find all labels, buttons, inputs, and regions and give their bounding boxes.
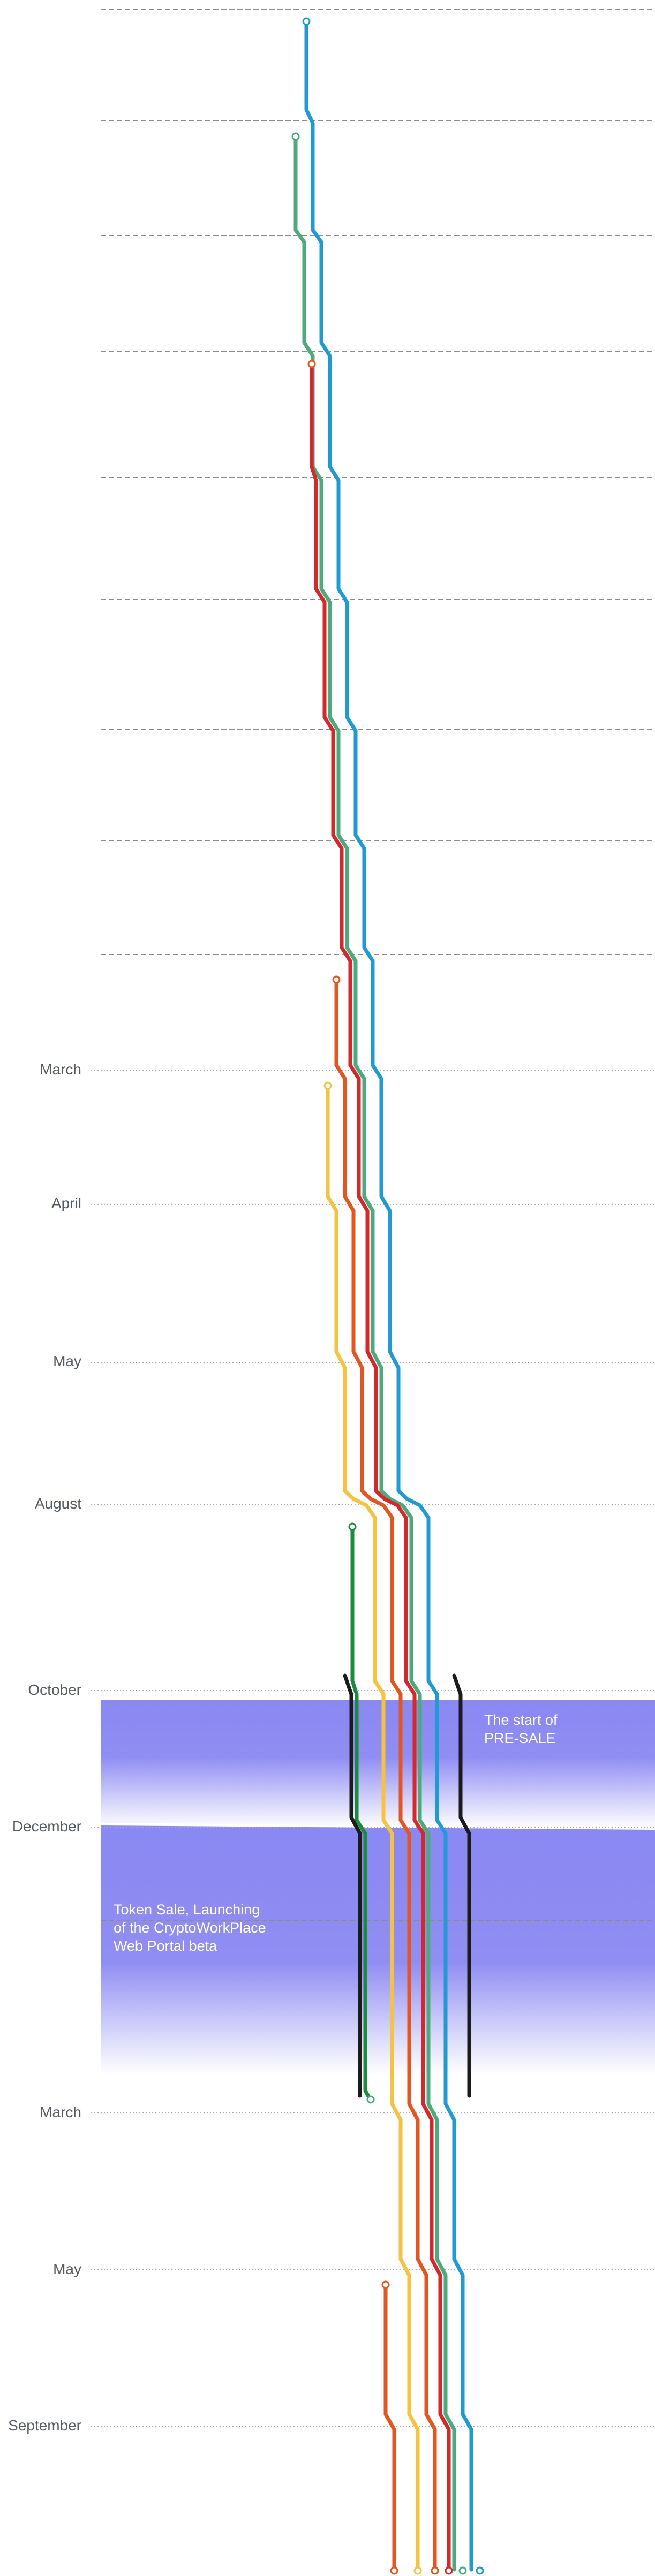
annotation-line: of the CryptoWorkPlace [114,1920,266,1936]
annotation-line: Token Sale, Launching [114,1901,260,1918]
month-label: May [53,2261,81,2277]
station-darkgreen-end [366,2095,375,2104]
line-darkgreen [350,1525,372,2101]
station-yellow-start [323,1081,332,1090]
transit-lines [293,19,473,2572]
stations [291,17,484,2575]
line-teal [293,134,456,2572]
highlight-bands [101,1700,655,2074]
annotation-line: Web Portal beta [114,1938,217,1954]
annotation-line: PRE-SALE [484,1730,556,1746]
month-label: December [12,1818,81,1835]
line-red [310,362,451,2572]
month-label: August [35,1495,81,1512]
dotted-grid [91,1070,655,2427]
dashed-grid [101,9,655,955]
station-orange-start [332,975,341,984]
station-teal-start [291,132,300,141]
annotation-token-sale: Token Sale, Launching of the CryptoWorkP… [114,1901,266,1954]
station-orange-end [431,2566,439,2575]
line-blue [304,19,473,2572]
station-yellow-end [413,2566,422,2575]
month-label: May [53,1353,81,1369]
month-label: March [40,2104,81,2120]
station-teal-end [458,2566,467,2575]
month-labels: March April May August October December … [8,1061,81,2434]
month-label: March [40,1061,81,1078]
grid-lines [91,9,655,2427]
annotation-line: The start of [484,1712,558,1728]
month-label: April [51,1195,81,1211]
line-orange [334,978,437,2572]
line-black-right [452,1673,471,2098]
station-blue-start [302,17,311,26]
station-orange-late-start [381,2280,390,2289]
station-orange-late-end [390,2566,398,2575]
annotation-presale: The start of PRE-SALE [484,1712,558,1746]
month-label: September [8,2417,81,2434]
station-red-start [307,360,316,368]
highlight-band-presale [101,1700,655,1828]
station-red-end [445,2566,453,2575]
highlight-band-token-sale [101,1825,655,2074]
station-blue-end [476,2566,484,2575]
line-black-left [343,1673,362,2098]
month-label: October [28,1681,81,1698]
line-orange-late [383,2283,396,2572]
line-yellow [326,1084,420,2572]
station-darkgreen-start [348,1522,357,1531]
